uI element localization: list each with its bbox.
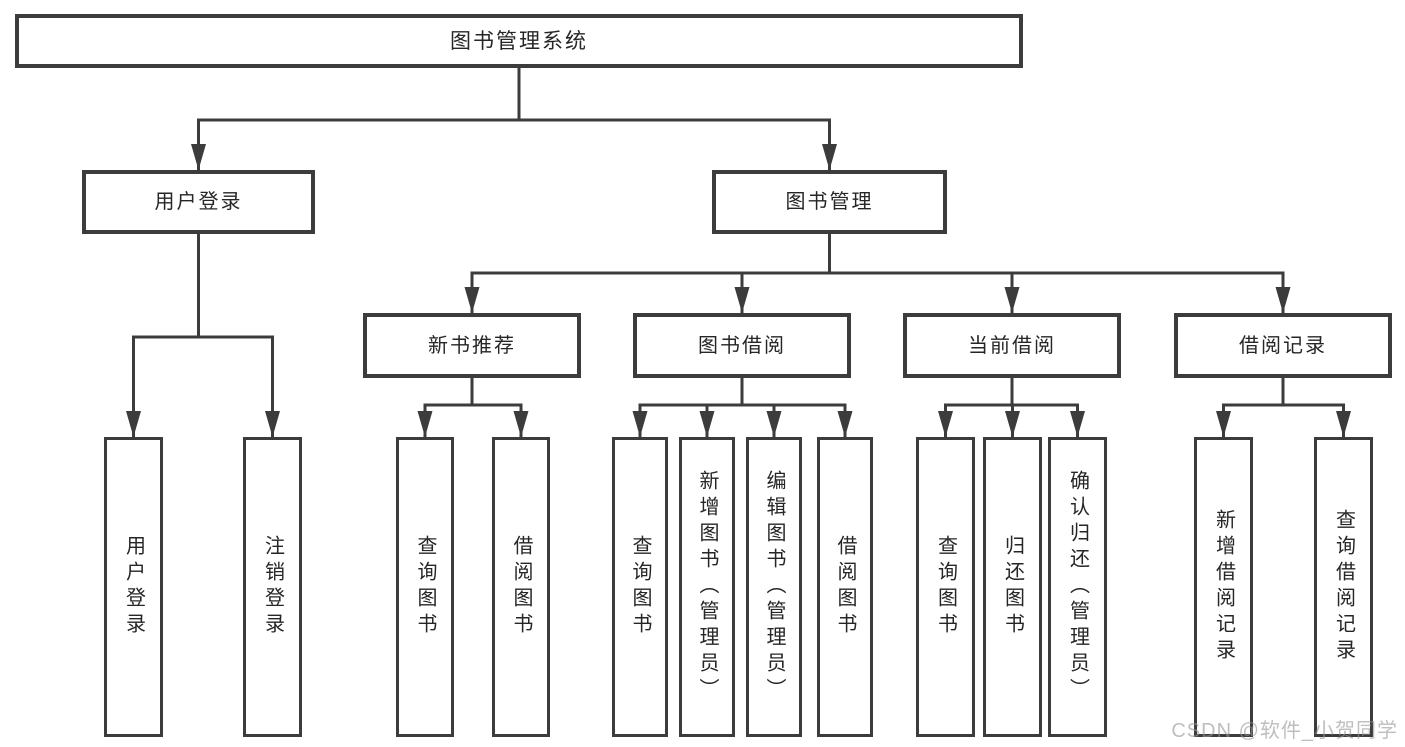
leaf-add-borrow-record: 新增借阅记录 [1194, 437, 1253, 737]
node-book-management: 图书管理 [712, 170, 947, 234]
leaf-borrow-books-recommend: 借阅图书 [492, 437, 550, 737]
leaf-query-books-recommend: 查询图书 [396, 437, 454, 737]
csdn-watermark: CSDN @软件_小贺同学 [1171, 720, 1398, 742]
node-borrowing-records: 借阅记录 [1174, 313, 1392, 378]
leaf-edit-book-admin: 编辑图书（管理员） [746, 437, 802, 737]
leaf-user-login: 用户登录 [104, 437, 163, 737]
node-current-borrowing: 当前借阅 [903, 313, 1121, 378]
node-user-login: 用户登录 [82, 170, 315, 234]
leaf-query-books-current: 查询图书 [916, 437, 975, 737]
leaf-return-books: 归还图书 [983, 437, 1042, 737]
node-library-management-system: 图书管理系统 [15, 14, 1023, 68]
node-book-borrowing: 图书借阅 [633, 313, 851, 378]
leaf-add-book-admin: 新增图书（管理员） [679, 437, 735, 737]
leaf-query-borrow-record: 查询借阅记录 [1314, 437, 1373, 737]
leaf-borrow-books: 借阅图书 [817, 437, 873, 737]
node-new-book-recommendation: 新书推荐 [363, 313, 581, 378]
leaf-logout: 注销登录 [243, 437, 302, 737]
leaf-confirm-return-admin: 确认归还（管理员） [1048, 437, 1107, 737]
leaf-query-books-borrow: 查询图书 [612, 437, 668, 737]
